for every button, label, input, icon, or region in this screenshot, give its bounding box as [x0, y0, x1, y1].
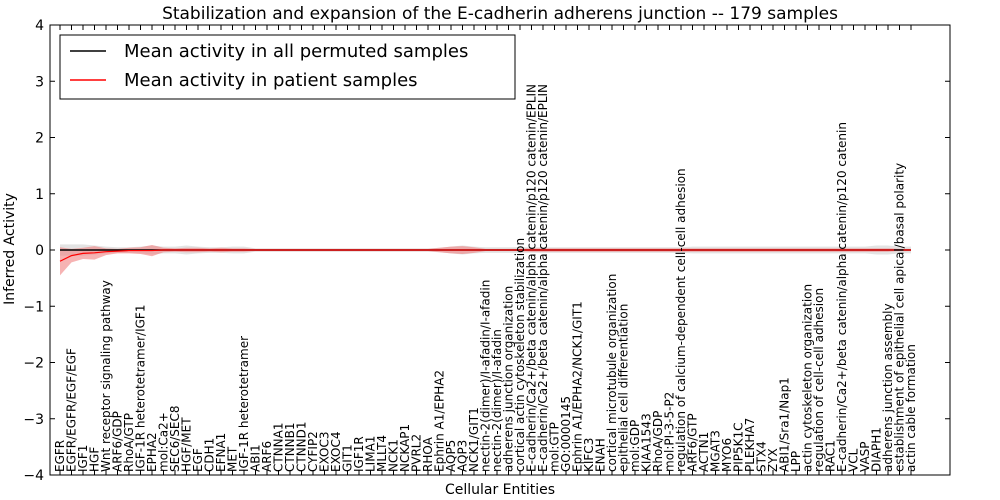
x-tick-label: mol:GDP: [628, 420, 642, 472]
x-tick-label: CTNNA1: [272, 422, 286, 472]
x-tick-label: ENAH: [594, 438, 608, 472]
x-tick-label: GIT1: [341, 444, 355, 472]
y-tick-label: −2: [23, 356, 44, 372]
x-tick-label: ZYX: [766, 448, 780, 472]
x-tick-label: RHOA: [421, 436, 435, 472]
x-tick-label: IGF-1R heterotetramer: [237, 336, 251, 472]
x-tick-label: EGF: [191, 448, 205, 472]
series-line-1: [59, 249, 911, 262]
x-tick-label: CDH1: [203, 438, 217, 472]
y-tick-label: 1: [35, 187, 44, 203]
x-tick-label: IGF-1R heterotetramer/IGF1: [134, 305, 148, 472]
x-tick-label: MGAT3: [709, 430, 723, 472]
x-tick-label: epithelial cell differentiation: [617, 304, 631, 472]
x-tick-label: PIP5K1C: [732, 422, 746, 472]
x-tick-label: ARF6/GDP: [111, 411, 125, 472]
x-tick-label: EPHA2: [145, 432, 159, 472]
y-tick-label: −4: [23, 468, 44, 484]
x-tick-label: nectin-2(dimer)/I-afadin: [490, 329, 504, 472]
series-band-1: [60, 244, 911, 276]
x-tick-label: nectin-2(dimer)/I-afadin/I-afadin: [479, 280, 493, 472]
x-tick-label: E-cadherin/Ca2+/beta catenin/alpha caten…: [536, 84, 550, 472]
x-tick-label: ABI1: [249, 444, 263, 472]
x-tick-label: HGF: [88, 447, 102, 472]
legend-label: Mean activity in patient samples: [124, 70, 418, 91]
x-tick-label: mol:Ca2+: [157, 412, 171, 472]
y-axis-label: Inferred Activity: [2, 193, 18, 305]
x-tick-label: KIFC3: [582, 438, 596, 472]
legend-box: [59, 34, 516, 100]
x-tick-label: ACTN1: [697, 432, 711, 472]
x-tick-label: EGFR/EGFR/EGF/EGF: [65, 348, 79, 472]
x-tick-label: Wnt receptor signaling pathway: [99, 280, 113, 472]
x-tick-label: CYFIP2: [306, 431, 320, 472]
x-tick-label: AQP3: [456, 440, 470, 472]
x-tick-label: CTNND1: [295, 421, 309, 472]
x-tick-label: VASP: [858, 441, 872, 472]
x-tick-label: RhoA/GDP: [651, 411, 665, 472]
x-tick-label: LIMA1: [364, 436, 378, 472]
x-tick-label: EGFR: [53, 440, 67, 472]
x-tick-label: actin cable formation: [904, 344, 918, 472]
x-axis-label: Cellular Entities: [445, 482, 555, 498]
x-tick-label: cortical microtubule organization: [605, 274, 619, 472]
x-tick-label: mol:GTP: [548, 422, 562, 472]
x-tick-label: ARF6: [260, 441, 274, 472]
x-tick-label: STX4: [755, 441, 769, 472]
plot-area: [59, 244, 911, 276]
x-tick-label: PVRL2: [410, 434, 424, 472]
x-tick-label: IGF1R: [352, 436, 366, 472]
x-tick-label: mol:PI-3-5-P2: [663, 392, 677, 472]
x-tick-label: VCL: [847, 448, 861, 472]
x-tick-label: MLLT4: [375, 435, 389, 472]
x-tick-label: GO:0000145: [559, 396, 573, 472]
x-tick-label: NCK1: [387, 439, 401, 472]
x-tick-label: Ephrin A1/EPHA2/NCK1/GIT1: [571, 301, 585, 472]
x-tick-label: EXOC4: [329, 432, 343, 473]
x-tick-label: establishment of epithelial cell apical/…: [893, 163, 907, 472]
x-tick-label: RAC1: [824, 440, 838, 472]
x-tick-label: HGF/MET: [180, 417, 194, 472]
x-tick-label: NCKAP1: [398, 424, 412, 472]
x-tick-label: ABI1/Sra1/Nap1: [778, 377, 792, 472]
x-tick-label: regulation of cell-cell adhesion: [812, 288, 826, 472]
x-tick-label: MET: [226, 446, 240, 472]
chart-title: Stabilization and expansion of the E-cad…: [162, 4, 838, 24]
x-tick-label: E-cadherin/Ca2+/beta catenin/alpha caten…: [525, 84, 539, 472]
x-tick-label: IGF1: [76, 445, 90, 472]
x-tick-label: EXOC3: [318, 432, 332, 473]
legend-label: Mean activity in all permuted samples: [124, 41, 468, 62]
x-tick-label: E-cadherin/Ca2+/beta catenin/alpha caten…: [835, 122, 849, 472]
x-tick-label: LPP: [789, 451, 803, 472]
x-tick-label: regulation of calcium-dependent cell-cel…: [674, 168, 688, 472]
x-tick-label: actin cytoskeleton organization: [801, 284, 815, 472]
x-tick-label: ARF6/GTP: [686, 413, 700, 472]
y-tick-label: 3: [35, 74, 44, 90]
y-tick-label: 0: [35, 243, 44, 259]
x-tick-label: adherens junction assembly: [881, 303, 895, 472]
x-tick-label: SEC6/SEC8: [168, 406, 182, 472]
x-tick-label: cortical actin cytoskeleton stabilizatio…: [513, 238, 527, 472]
x-tick-label: PLEKHA7: [743, 418, 757, 472]
y-tick-label: −1: [23, 299, 44, 315]
x-tick-label: CTNNB1: [283, 422, 297, 472]
x-tick-label: KIAA1543: [640, 413, 654, 472]
legend: Mean activity in all permuted samplesMea…: [59, 34, 516, 100]
x-tick-label: MYO6: [720, 438, 734, 472]
x-tick-label: NCK1/GIT1: [467, 407, 481, 472]
x-tick-label: adherens junction organization: [502, 286, 516, 472]
y-tick-label: −3: [23, 412, 44, 428]
y-tick-label: 4: [35, 18, 44, 34]
x-tick-label: RhoA/GTP: [122, 413, 136, 472]
x-tick-label: EFNA1: [214, 433, 228, 472]
x-tick-label: DIAPH1: [870, 427, 884, 472]
x-tick-label: Ephrin A1/EPHA2: [433, 370, 447, 472]
x-tick-label: AQP5: [444, 440, 458, 472]
y-tick-label: 2: [35, 131, 44, 147]
